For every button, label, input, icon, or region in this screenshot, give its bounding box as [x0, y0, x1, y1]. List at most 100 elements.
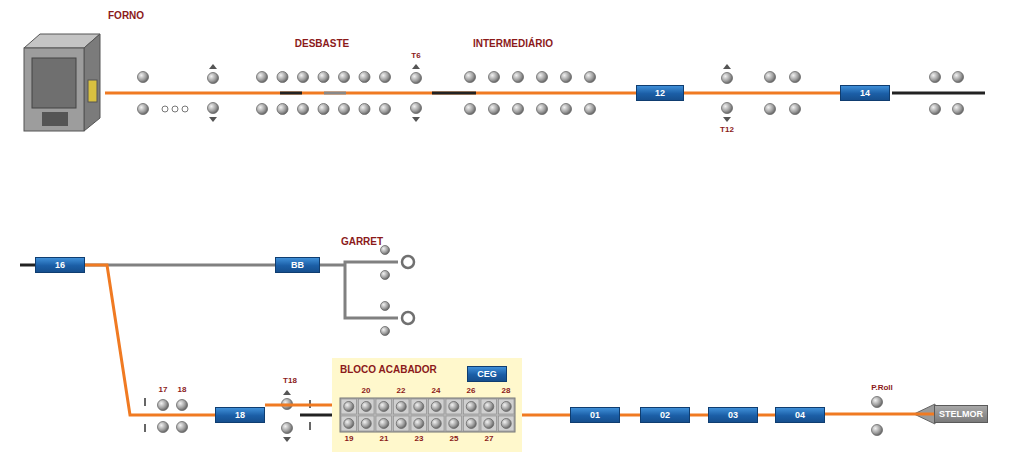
small-roll [162, 106, 168, 112]
roll [379, 402, 389, 412]
callout-number: T12 [720, 125, 734, 134]
callout-number: 19 [345, 434, 354, 443]
small-roll [182, 106, 188, 112]
roll [414, 402, 424, 412]
roll [953, 72, 964, 83]
stand-box: 01 [570, 407, 620, 423]
roll [465, 72, 476, 83]
roll [501, 402, 511, 412]
roll [318, 72, 329, 83]
line-segment [324, 92, 346, 95]
section-title: BLOCO ACABADOR [340, 364, 437, 375]
roll [381, 302, 390, 311]
line-segment [432, 92, 476, 95]
callout-number: 28 [502, 386, 511, 395]
roll [585, 104, 596, 115]
shear-arrow [723, 64, 731, 69]
roll [208, 73, 219, 84]
line-segment [20, 264, 35, 267]
shear-arrow [283, 437, 291, 442]
box-label: 18 [235, 410, 245, 420]
roll [513, 104, 524, 115]
callout-number: P.Roll [871, 383, 893, 392]
roll [339, 104, 350, 115]
roll [344, 402, 354, 412]
guide-mark [144, 398, 146, 406]
roll [138, 72, 149, 83]
roll [953, 104, 964, 115]
roll [344, 419, 354, 429]
stand-box: 03 [708, 407, 758, 423]
roll [465, 104, 476, 115]
roll [298, 104, 309, 115]
roll [396, 419, 406, 429]
callout-number: 17 [159, 385, 168, 394]
callout-number: 27 [485, 434, 494, 443]
box-label: 12 [655, 88, 665, 98]
roll [380, 104, 391, 115]
roll [765, 72, 776, 83]
roll [489, 72, 500, 83]
line-segment [280, 92, 302, 95]
roll [257, 104, 268, 115]
box-label: BB [291, 260, 304, 270]
roll [561, 104, 572, 115]
roll [411, 73, 422, 84]
roll [158, 422, 169, 433]
box-label: STELMOR [939, 409, 983, 419]
rolling-line [620, 414, 640, 417]
roll [872, 425, 883, 436]
roll [411, 103, 422, 114]
roll [585, 72, 596, 83]
box-label: 02 [660, 410, 670, 420]
roll [177, 400, 188, 411]
box-label: 16 [55, 260, 65, 270]
roll [380, 72, 391, 83]
section-name: GARRET [341, 236, 383, 247]
stand-box: 12 [636, 85, 684, 101]
box-label: 04 [795, 410, 805, 420]
rolling-line [522, 414, 570, 417]
roll [466, 402, 476, 412]
roll [177, 422, 188, 433]
roll [431, 402, 441, 412]
roll [379, 419, 389, 429]
roll [537, 72, 548, 83]
box-label: 03 [728, 410, 738, 420]
stand-grid [340, 398, 515, 432]
roll [277, 72, 288, 83]
guide-mark [309, 422, 311, 430]
roll [414, 419, 424, 429]
shear-arrow [209, 64, 217, 69]
section-name: DESBASTE [295, 38, 349, 49]
shear-arrow [723, 117, 731, 122]
callout-number: T18 [283, 376, 297, 385]
roll [722, 73, 733, 84]
callout-number: T6 [411, 51, 420, 60]
roll [501, 419, 511, 429]
roll [359, 104, 370, 115]
callout-number: 23 [415, 434, 424, 443]
shear-arrow [412, 64, 420, 69]
coiler [402, 256, 414, 268]
section-name: INTERMEDIÁRIO [473, 38, 553, 49]
stand-box: CEG [467, 366, 507, 382]
roll [466, 419, 476, 429]
rolling-line [684, 92, 840, 95]
garret-line [320, 262, 398, 318]
box-label: 14 [860, 88, 870, 98]
roll [339, 72, 350, 83]
callout-number: 25 [450, 434, 459, 443]
roll [257, 72, 268, 83]
roll [277, 104, 288, 115]
roll [513, 72, 524, 83]
roll [561, 72, 572, 83]
roll [431, 419, 441, 429]
shear-arrow [209, 117, 217, 122]
roll [396, 402, 406, 412]
rolling-line [690, 414, 708, 417]
shear-arrow [412, 117, 420, 122]
roll [361, 419, 371, 429]
